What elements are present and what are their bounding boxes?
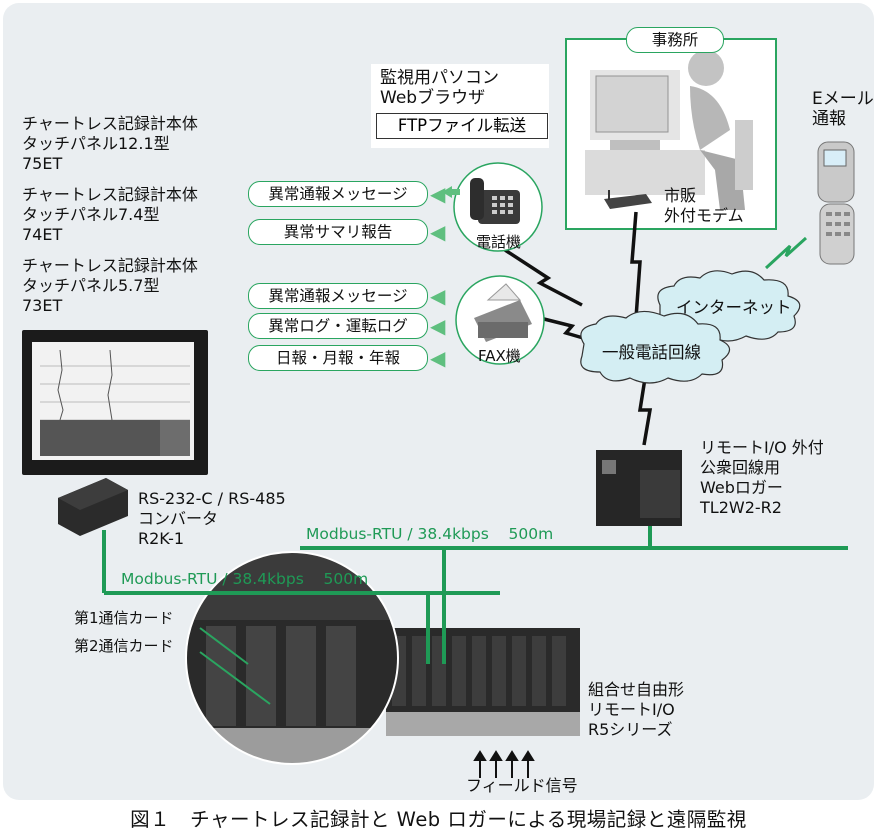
converter-label: RS-232-C / RS-485 コンバータ R2K-1 — [138, 489, 286, 548]
phone-line-cloud — [580, 310, 731, 384]
fax-to-line — [539, 316, 591, 342]
fax-icon — [455, 275, 545, 365]
card2-label: 第2通信カード — [74, 637, 174, 655]
recorder-panel — [22, 330, 208, 475]
web-logger-label: リモートI/O 外付 公衆回線用 Webロガー TL2W2-R2 — [700, 438, 824, 517]
monitor-pc-label: 監視用パソコン Webブラウザ — [380, 68, 499, 108]
arrow-icon: ◀ — [430, 182, 446, 206]
line-to-logger — [637, 371, 653, 446]
figure-caption: 図１ チャートレス記録計と Web ロガーによる現場記録と遠隔監視 — [130, 808, 747, 831]
recorder-73-label: チャートレス記録計本体 タッチパネル5.7型 73ET — [22, 256, 198, 315]
modem-icon — [604, 190, 652, 209]
email-label: Eメール 通報 — [812, 89, 874, 129]
output-arrows — [442, 186, 460, 198]
telephone-label: 電話機 — [476, 233, 522, 251]
phone-to-line — [504, 248, 583, 307]
arrow-icon: ◀ — [430, 284, 446, 308]
fax-output-pill: 日報・月報・年報 — [248, 345, 428, 371]
recorder-74-label: チャートレス記録計本体 タッチパネル7.4型 74ET — [22, 185, 198, 244]
converter-icon — [58, 478, 128, 536]
office-illustration — [585, 50, 753, 210]
phone-output-pill: 異常通報メッセージ — [248, 181, 428, 207]
telephone-icon — [453, 162, 543, 252]
monitor-pc-line2: Webブラウザ — [380, 88, 486, 108]
cellphone-icon — [817, 141, 855, 265]
bus-lower-label: Modbus-RTU / 38.4kbps 500m — [121, 570, 369, 588]
remote-io-icon — [386, 628, 580, 736]
arrow-icon: ◀ — [430, 346, 446, 370]
monitor-pc-line1: 監視用パソコン — [380, 68, 499, 88]
bus-upper-label: Modbus-RTU / 38.4kbps 500m — [306, 525, 554, 543]
field-signal-arrows — [473, 750, 535, 778]
phone-line-label: 一般電話回線 — [602, 343, 701, 362]
modem-to-line — [630, 211, 642, 319]
arrow-icon: ◀ — [430, 314, 446, 338]
ftp-label: FTPファイル転送 — [376, 113, 548, 139]
phone-output-pill: 異常サマリ報告 — [248, 219, 428, 245]
fax-output-pill: 異常ログ・運転ログ — [248, 313, 428, 339]
office-title: 事務所 — [626, 27, 724, 53]
field-signal-label: フィールド信号 — [466, 776, 578, 795]
fax-output-pill: 異常通報メッセージ — [248, 283, 428, 309]
web-logger-icon — [596, 450, 682, 526]
modem-label: 市販 外付モデム — [664, 186, 744, 225]
wireless-signal — [764, 236, 808, 270]
remote-io-label: 組合せ自由形 リモートI/O R5シリーズ — [588, 680, 685, 739]
arrow-icon: ◀ — [430, 220, 446, 244]
internet-label: インターネット — [676, 298, 792, 317]
fax-label: FAX機 — [478, 347, 521, 365]
recorder-75-label: チャートレス記録計本体 タッチパネル12.1型 75ET — [22, 114, 198, 173]
card1-label: 第1通信カード — [74, 609, 174, 627]
